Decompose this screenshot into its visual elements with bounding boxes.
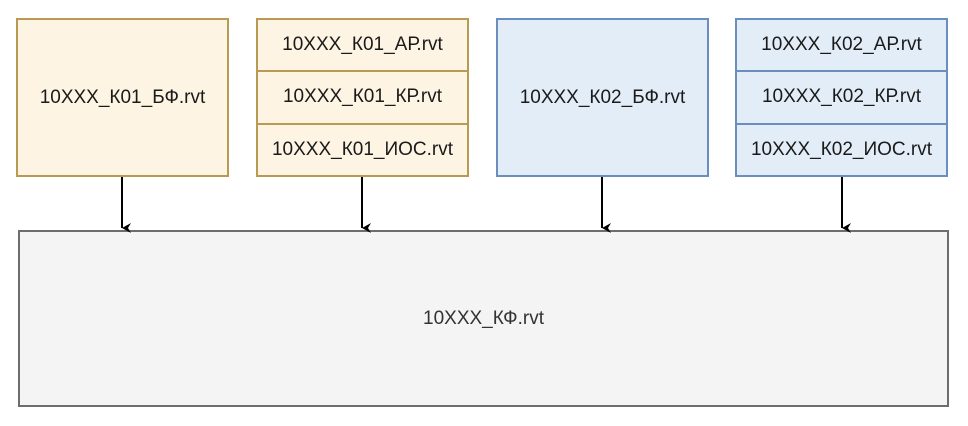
source-label-k01-bf: 10XXX_К01_БФ.rvt [39,86,206,108]
source-cell-k01-ios: 10XXX_К01_ИОС.rvt [258,122,467,175]
source-cell-k01-ar: 10XXX_К01_АР.rvt [282,34,443,56]
source-label-k02-bf: 10XXX_К02_БФ.rvt [519,86,686,108]
source-cell-k02-ios: 10XXX_К02_ИОС.rvt [737,122,946,175]
source-cell-k02-ar: 10XXX_К02_АР.rvt [761,34,922,56]
source-stack-k01: 10XXX_К01_АР.rvt 10XXX_К01_КР.rvt 10XXX_… [256,18,469,177]
target-label-kf: 10XXX_КФ.rvt [423,307,544,329]
source-cell-k01-kr: 10XXX_К01_КР.rvt [258,70,467,122]
source-box-k02-bf: 10XXX_К02_БФ.rvt [496,18,709,177]
source-stack-k02: 10XXX_К02_АР.rvt 10XXX_К02_КР.rvt 10XXX_… [735,18,948,177]
source-box-k01-bf: 10XXX_К01_БФ.rvt [16,18,229,177]
target-box-kf: 10XXX_КФ.rvt [18,230,949,407]
source-cell-k02-kr: 10XXX_К02_КР.rvt [737,70,946,122]
